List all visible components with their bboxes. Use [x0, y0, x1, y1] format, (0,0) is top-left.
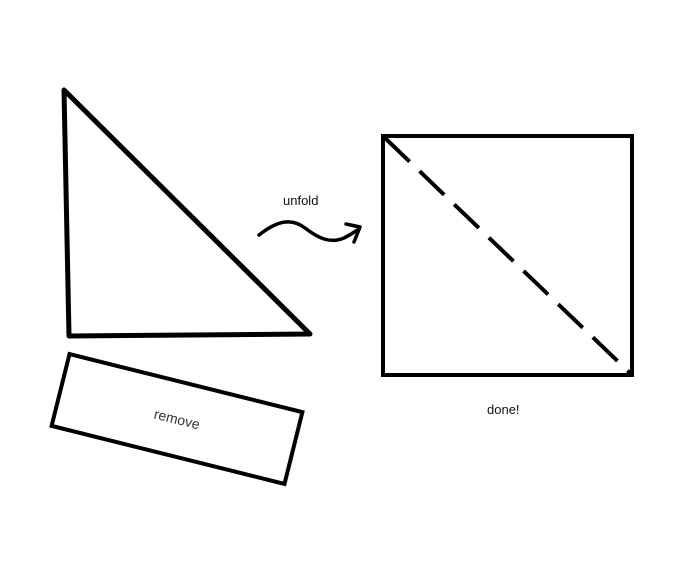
unfold-label: unfold	[283, 193, 319, 208]
done-label: done!	[487, 402, 520, 417]
fold-line-dashed	[383, 136, 632, 375]
wavy-right-arrow-icon	[257, 220, 362, 244]
remove-label: remove	[152, 405, 202, 433]
unfolded-square	[381, 134, 634, 377]
folded-triangle	[61, 87, 313, 339]
arrow-shaft	[257, 220, 361, 243]
arrow-head	[344, 222, 362, 244]
